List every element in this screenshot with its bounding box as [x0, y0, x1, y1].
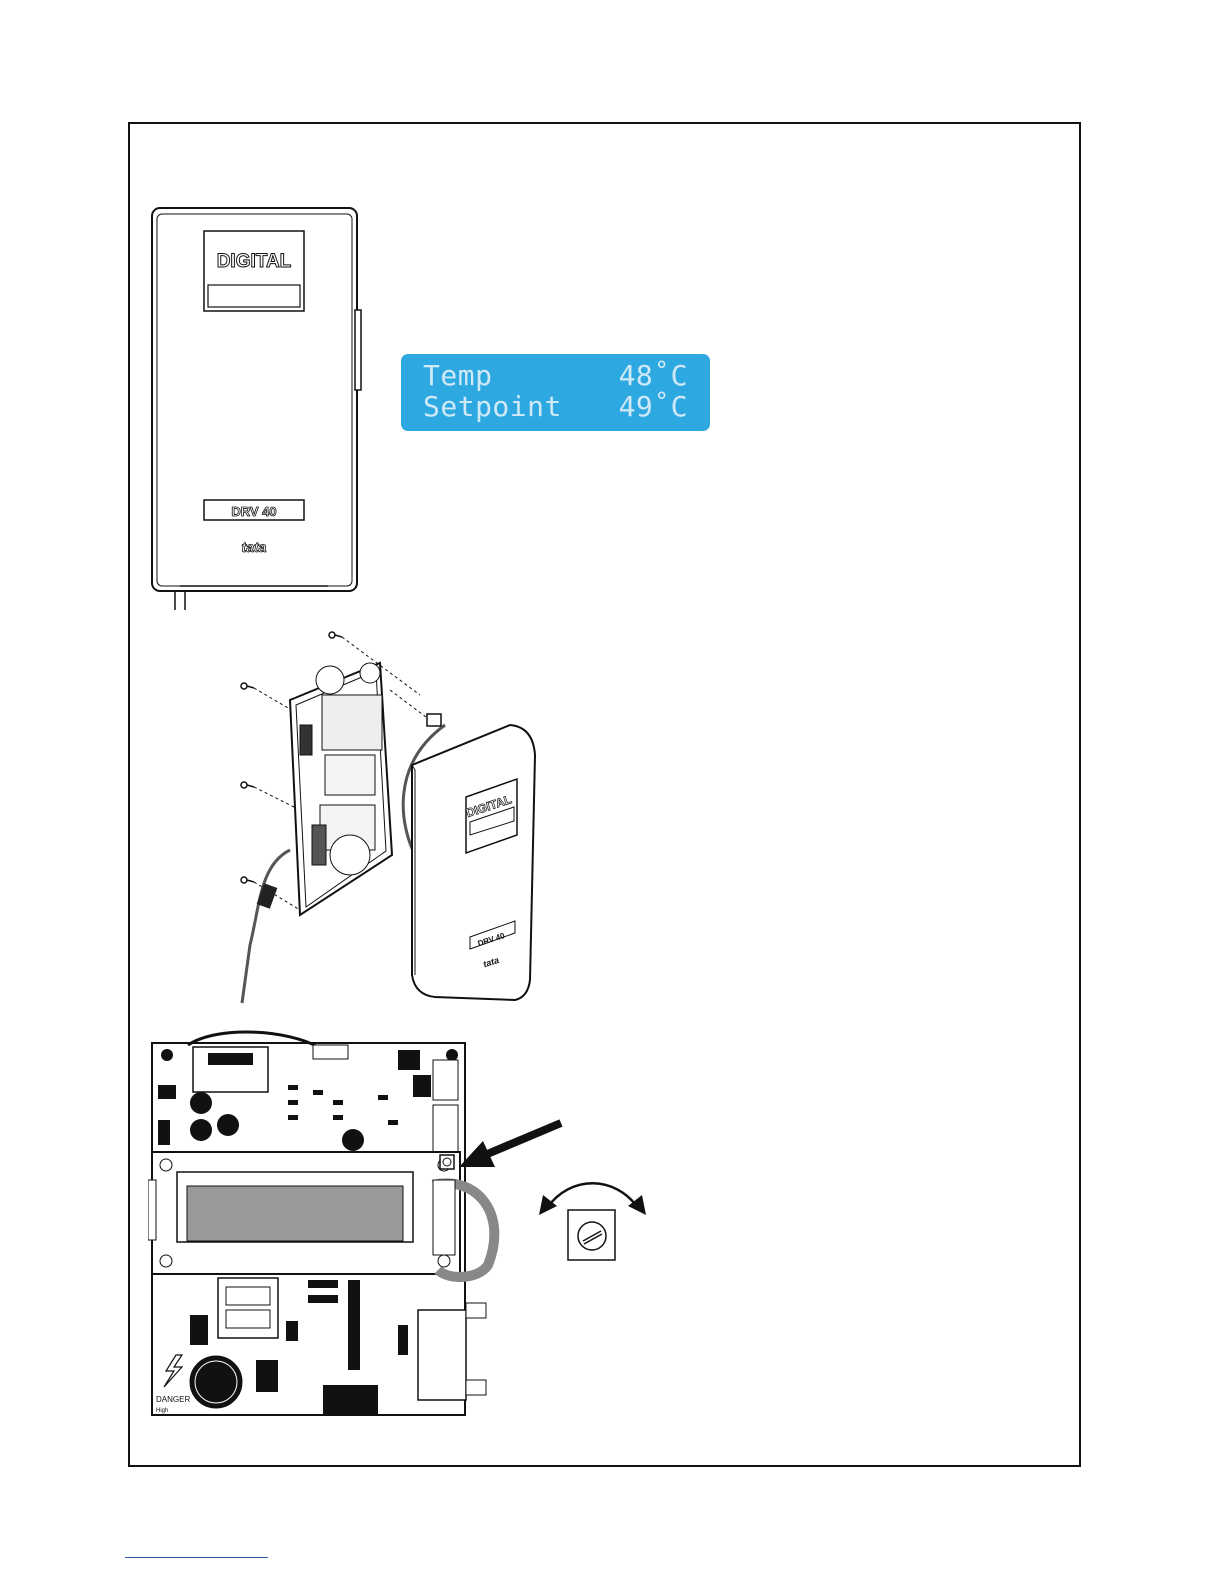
front-cover: DIGITAL DRV 40 tata: [412, 725, 535, 1000]
lcd-temp-label: Temp: [423, 360, 492, 391]
lcd-temp-value: 48˚C: [619, 360, 688, 391]
unit-model-label: DRV 40: [231, 504, 276, 519]
unit-logo: tata: [242, 539, 267, 555]
circuit-board: DANGER High: [148, 1025, 518, 1417]
lcd-row-setpoint: Setpoint 49˚C: [423, 391, 688, 422]
lcd-setpoint-value: 49˚C: [619, 391, 688, 422]
lcd-display: Temp 48˚C Setpoint 49˚C: [401, 354, 710, 431]
pointer-arrow: [455, 1115, 570, 1175]
footnote-rule: [125, 1557, 268, 1558]
danger-label: DANGER: [156, 1395, 190, 1404]
danger-sublabel: High: [156, 1408, 168, 1414]
lcd-setpoint-label: Setpoint: [423, 391, 562, 422]
exploded-view: DIGITAL DRV 40 tata: [230, 625, 550, 1010]
unit-brand-label: DIGITAL: [217, 251, 292, 272]
lcd-row-temp: Temp 48˚C: [423, 360, 688, 391]
trimmer-adjust-detail: [535, 1170, 650, 1270]
back-plate: [290, 663, 392, 915]
contrast-trimmer: [440, 1155, 454, 1169]
unit-front-view: DIGITAL DRV 40 tata: [140, 200, 380, 620]
